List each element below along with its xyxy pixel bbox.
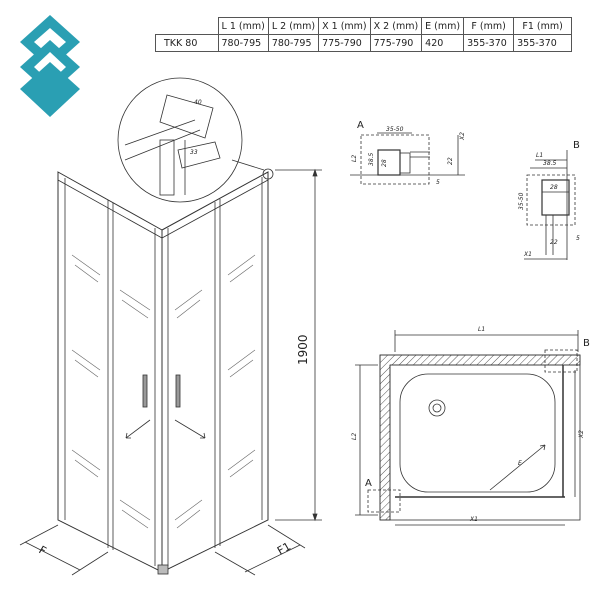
- detail-b: B L1 38.5 28 35-50 22 5 X1: [518, 140, 580, 260]
- table-cell: 355-370: [463, 34, 515, 52]
- shower-tray: [399, 373, 556, 493]
- dim-label: X1: [523, 251, 532, 258]
- plan-l1: L1: [478, 326, 485, 333]
- glass-reflections: [71, 254, 256, 529]
- callout-point: [262, 168, 274, 180]
- dim-label: L2: [351, 155, 358, 162]
- detail-b-title: B: [573, 140, 580, 151]
- plan-a: A: [365, 478, 372, 489]
- table-row: TKK 80 780-795 780-795 775-790 775-790 4…: [155, 34, 573, 52]
- plan-b: B: [583, 338, 590, 349]
- dim-label: 28: [550, 184, 558, 191]
- dim-label: X2: [459, 132, 466, 141]
- handle-left: [142, 374, 148, 408]
- logo-diamond-bottom: [20, 62, 80, 117]
- dim-label: 38.5: [543, 160, 557, 167]
- plan-l2: L2: [351, 433, 358, 440]
- table-cell: 355-370: [513, 34, 573, 52]
- callout-dim-40: 40: [194, 99, 202, 106]
- dim-label: 22: [550, 239, 558, 246]
- f-label: F: [37, 543, 49, 557]
- logo: [20, 15, 80, 117]
- dimensions-table: L 1 (mm) L 2 (mm) X 1 (mm) X 2 (mm) E (m…: [155, 17, 573, 52]
- enclosure-perspective: 1900 F F1: [19, 168, 322, 576]
- arrow-icon: [174, 419, 206, 439]
- dim-label: 5: [436, 179, 440, 186]
- arrow-icon: [125, 419, 151, 439]
- f1-label: F1: [275, 540, 293, 558]
- plan-x1: X1: [469, 516, 478, 523]
- dim-label: 38.5: [368, 152, 375, 166]
- dim-label: 28: [381, 159, 388, 167]
- callout-detail: 40 33: [117, 77, 265, 203]
- dim-label: 5: [576, 235, 580, 242]
- dim-label: 22: [447, 157, 454, 165]
- height-label: 1900: [296, 334, 310, 365]
- table-cell: 775-790: [318, 34, 371, 52]
- dim-label: L1: [536, 152, 543, 159]
- detail-a-title: A: [357, 120, 364, 131]
- callout-dim-33: 33: [190, 149, 198, 156]
- handle-right: [175, 374, 181, 408]
- dim-label: 35-50: [386, 126, 404, 133]
- detail-a: A 35-50 38.5 28 22 5 L2 X2: [350, 120, 466, 186]
- dim-label: 35-50: [518, 192, 525, 210]
- table-header-row: L 1 (mm) L 2 (mm) X 1 (mm) X 2 (mm) E (m…: [156, 17, 573, 35]
- plan-view: E A B L1 L2 X1 X2: [351, 326, 590, 526]
- table-cell: 780-795: [267, 34, 320, 52]
- plan-e: E: [518, 460, 522, 467]
- drain-icon: [428, 399, 446, 417]
- plan-x2: X2: [578, 430, 585, 439]
